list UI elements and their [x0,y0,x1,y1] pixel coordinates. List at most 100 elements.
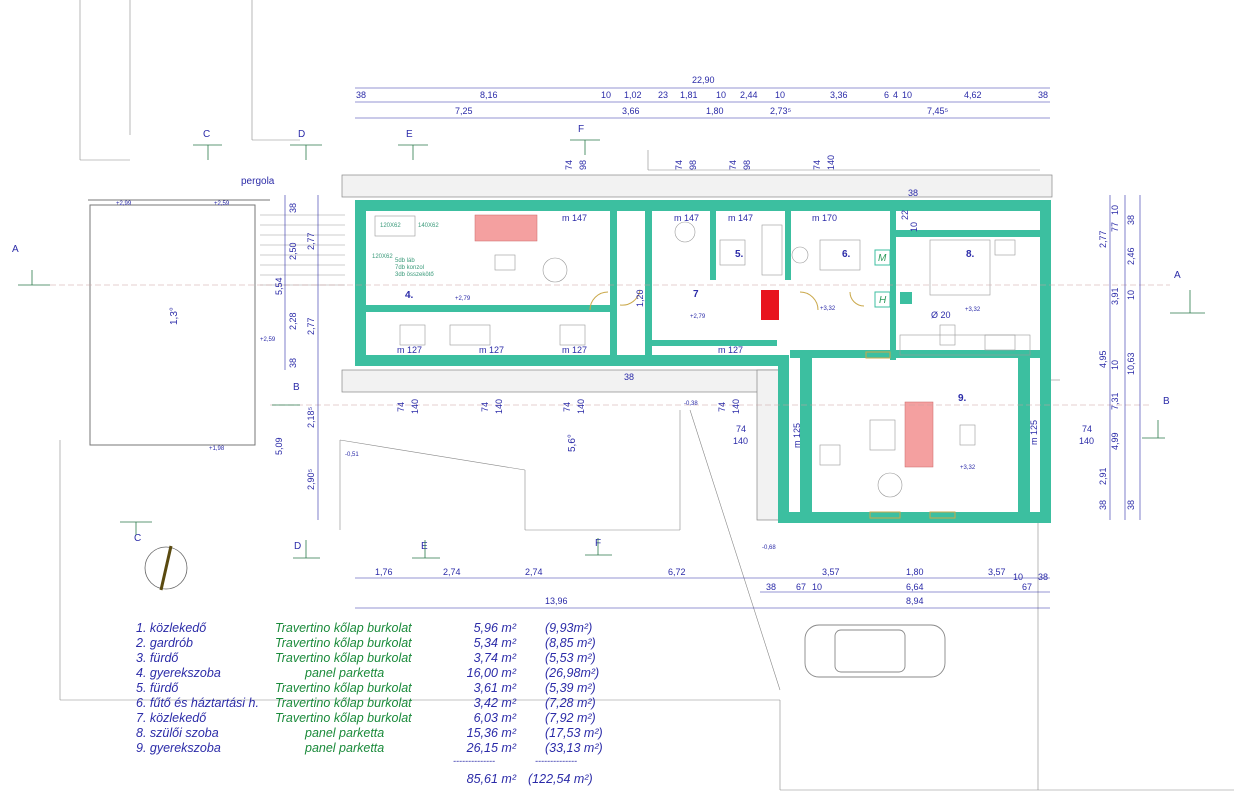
site-lines [59,0,1234,791]
window-dim: 74 [562,402,572,412]
fixture-m-box [874,249,891,266]
section-label: D [294,541,301,552]
wall-height: m 147 [674,213,699,223]
wall-heights: m 147 m 147 m 147 m 170 m 127 m 127 m 12… [397,213,1039,448]
dim-left: 2,18⁵ [306,406,316,428]
dim-left: 5,09 [274,437,284,455]
slope-labels: 1,3° 5,6° [169,307,578,452]
total-gross-area: (122,54 m²) [528,772,593,786]
dim-top: 23 [658,90,668,100]
dim-right: 10 [1126,290,1136,300]
dim-top: 10 [601,90,611,100]
room-gross-area: (5,53 m²) [545,651,596,665]
window-dim: 140 [731,399,741,414]
misc-dim: 1,20 [635,289,645,307]
wall-height: m 125 [792,423,802,448]
dim-bottom: 1,80 [906,567,924,577]
wall-height: m 125 [1029,420,1039,445]
dim-top: 6 [884,90,889,100]
sofa-room-9 [904,401,934,468]
dim-right: 3,91 [1110,287,1120,305]
level: +2,79 [455,296,471,302]
window-dim: 140 [826,155,836,170]
room-material: panel parketta [305,726,385,740]
section-lines [50,284,1170,406]
dim-right: 10 [1110,360,1120,370]
room-net-area: 5,34 m² [473,636,516,650]
dim-top: 1,02 [624,90,642,100]
misc-dimensions: 1,20 38 38 22 10 [624,188,919,382]
dim-left: 38 [288,203,298,213]
section-arrows [18,139,1205,559]
slope: 1,3° [169,307,180,325]
pergola-label: pergola [241,176,275,187]
room-net-area: 6,03 m² [473,711,516,725]
dim-bottom2: 6,64 [906,582,924,592]
window-dim: 74 [480,402,490,412]
furniture-note: 120X62 [372,254,393,260]
wall-height: m 147 [562,213,587,223]
level: +1,98 [209,446,225,452]
furniture-note: 140X62 [418,223,439,229]
dim-top: 38 [1038,90,1048,100]
room-name: 7. közlekedő [136,711,207,725]
dim-right: 4,95 [1098,350,1108,368]
dim-bottom3: 13,96 [545,596,568,606]
room-gross-area: (8,85 m²) [545,636,596,650]
dim-bottom2: 10 [812,582,822,592]
section-label: A [1174,270,1181,281]
section-label: F [578,124,584,135]
section-markers: A A B B C C D D E E F F [12,124,1181,552]
level: +2,79 [690,314,706,320]
dim-right: 38 [1098,500,1108,510]
room-gross-area: (33,13 m²) [545,741,603,755]
car-icon [804,624,946,678]
level: +3,32 [965,307,981,313]
right-dimensions: 2,77 10 77 38 2,46 3,91 10 4,95 10 10,63… [1098,205,1136,510]
misc-dim: 10 [909,222,919,232]
diameter-label: Ø 20 [931,310,951,320]
dim-right: 10 [1110,205,1120,215]
walls [355,200,1051,523]
furniture-note: 3db összekötő [395,272,434,278]
room-number: 5. [735,249,744,260]
dim-bottom2: 67 [796,582,806,592]
room-material: Travertino kőlap burkolat [275,681,412,695]
room-name: 6. fűtő és háztartási h. [136,696,259,710]
level: +2,99 [116,201,132,207]
window-dim: 74 [396,402,406,412]
room-gross-area: (7,92 m²) [545,711,596,725]
top-dimensions: 22,90 38 8,16 10 1,02 23 1,81 10 2,44 10… [356,75,1048,116]
furniture [374,215,1031,498]
misc-dim: 38 [908,188,918,198]
north-arrow-icon [144,545,188,591]
dim-bottom: 3,57 [988,567,1006,577]
dim-left: 2,28 [288,312,298,330]
furniture-note: 120X62 [380,223,401,229]
total-net-area: 85,61 m² [466,772,516,786]
room-net-area: 3,42 m² [473,696,516,710]
section-label: B [293,382,300,393]
room-gross-area: (26,98m²) [545,666,600,680]
room-net-area: 26,15 m² [466,741,516,755]
dim-top: 10 [716,90,726,100]
section-label: D [298,129,305,140]
section-label: E [406,129,413,140]
room-net-area: 3,74 m² [473,651,516,665]
room-material: panel parketta [305,666,385,680]
level: -0,68 [762,545,776,551]
left-dimensions: 38 2,50 2,77 5,54 2,28 2,77 38 2,18⁵ 5,0… [274,203,316,490]
dim-top: 10 [902,90,912,100]
wall-height: m 127 [718,345,743,355]
total-width: 22,90 [692,75,715,85]
dim-right: 2,77 [1098,230,1108,248]
dim-right: 2,46 [1126,247,1136,265]
roof-eave-bottom [341,369,783,393]
wall-height: m 127 [562,345,587,355]
dim-top: 3,36 [830,90,848,100]
pergola-slats [260,214,345,286]
room-number: 6. [842,249,851,260]
window-dim: 98 [742,160,752,170]
dim-top: 1,81 [680,90,698,100]
dim-left: 2,77 [306,232,316,250]
